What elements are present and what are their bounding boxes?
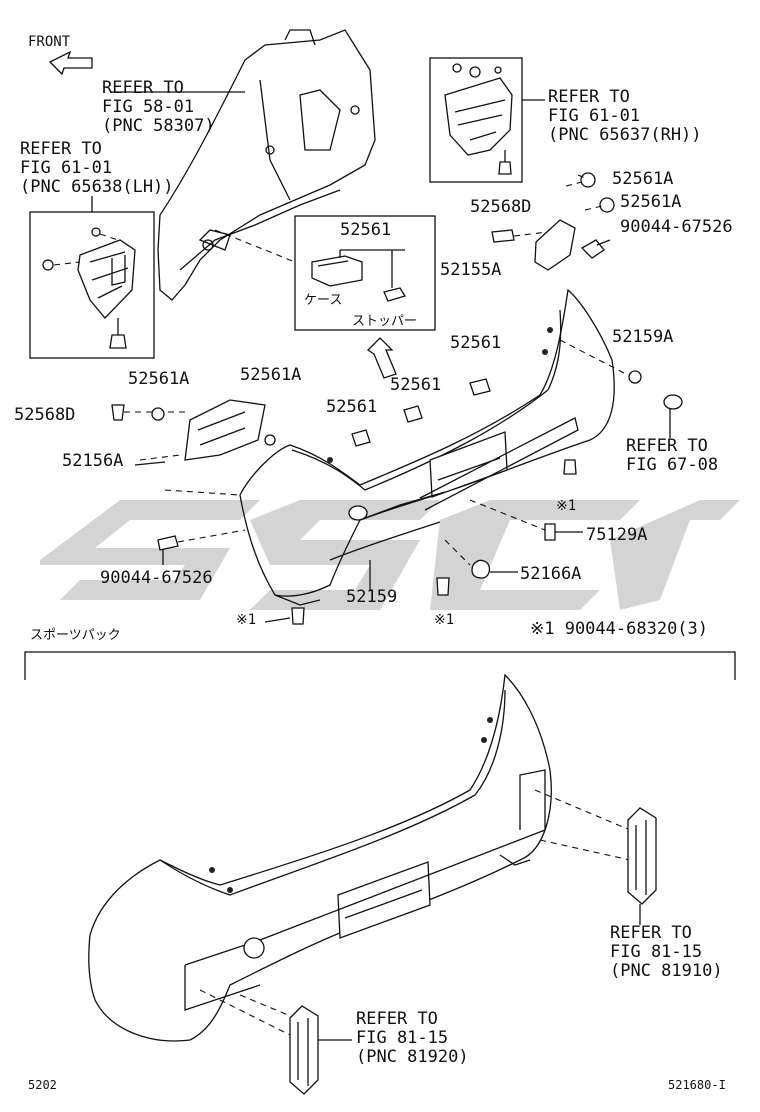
part-90044-67526-l: 90044-67526 — [100, 568, 213, 588]
part-52561-c: 52561 — [326, 397, 378, 417]
sports-pack-bumper — [88, 673, 631, 1042]
right-clip-parts — [491, 172, 615, 271]
leader-52156A — [134, 461, 166, 466]
part-52561A-r1: 52561A — [612, 169, 674, 189]
rear-bumper-upper — [239, 288, 615, 606]
up-arrow — [366, 337, 397, 379]
dash-to-box — [214, 229, 296, 263]
refer-65637: REFER TO FIG 61-01 (PNC 65637(RH)) — [548, 87, 702, 145]
refer-6708: REFER TO FIG 67-08 — [626, 436, 719, 475]
part-52166A: 52166A — [520, 564, 582, 584]
reflector-left — [289, 1005, 352, 1095]
page-code-right: 521680-I — [668, 1078, 726, 1092]
note-text: ※1 90044-68320(3) — [530, 619, 709, 639]
part-90044-67526-r: 90044-67526 — [620, 217, 733, 237]
part-52159: 52159 — [346, 587, 398, 607]
stopper-clips — [351, 378, 491, 447]
note-mark-b: ※1 — [236, 612, 257, 628]
rh-bracket-box — [429, 57, 523, 183]
front-arrow — [48, 50, 93, 76]
case-label: ケース — [304, 293, 343, 308]
part-52155A: 52155A — [440, 260, 502, 280]
case-stopper-box — [294, 215, 436, 331]
part-52561-b: 52561 — [390, 375, 442, 395]
reflector-right — [627, 807, 657, 925]
refer-81910: REFER TO FIG 81-15 (PNC 81910) — [610, 923, 723, 981]
part-52159A: 52159A — [612, 327, 674, 347]
section-divider — [24, 651, 736, 680]
part-52568D-l: 52568D — [14, 405, 76, 425]
note-mark-c: ※1 — [434, 612, 455, 628]
right-lower-parts — [291, 339, 683, 625]
part-52561A-l1: 52561A — [128, 369, 190, 389]
lh-bracket-box — [29, 211, 155, 359]
part-52561A-l2: 52561A — [240, 365, 302, 385]
part-52156A: 52156A — [62, 451, 124, 471]
part-52561-a: 52561 — [450, 333, 502, 353]
front-label: FRONT — [28, 34, 71, 50]
part-75129A: 75129A — [586, 525, 648, 545]
refer-58307: REFER TO FIG 58-01 (PNC 58307) — [102, 78, 215, 136]
sports-pack-label: スポーツパック — [30, 628, 121, 643]
page-code-left: 5202 — [28, 1078, 57, 1092]
refer-65638: REFER TO FIG 61-01 (PNC 65638(LH)) — [20, 139, 174, 197]
watermark-logo — [40, 500, 740, 610]
part-52561-box: 52561 — [340, 220, 392, 240]
part-52561A-r2: 52561A — [620, 192, 682, 212]
stopper-label: ストッパー — [352, 314, 418, 329]
note-mark-a: ※1 — [556, 498, 577, 514]
refer-81920: REFER TO FIG 81-15 (PNC 81920) — [356, 1009, 469, 1067]
left-clip-parts — [111, 399, 276, 551]
part-52568D-r: 52568D — [470, 197, 532, 217]
body-panel-structure — [157, 29, 376, 301]
leader-note-b — [264, 617, 291, 623]
